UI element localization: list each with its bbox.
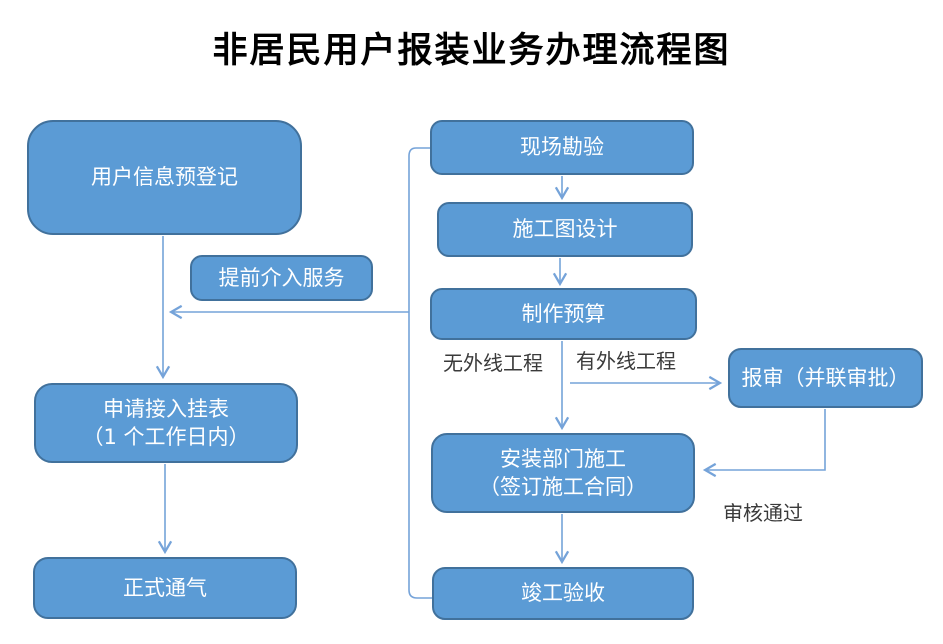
node-label: 现场勘验 — [520, 135, 604, 160]
node-label: 用户信息预登记 — [91, 165, 238, 190]
node-label-line1: 安装部门施工 — [500, 446, 626, 471]
node-label: 施工图设计 — [512, 217, 618, 242]
connector-survey-to-acceptance-bracket — [408, 147, 432, 599]
edge-label-no-external-works: 无外线工程 — [443, 351, 543, 375]
node-site-survey: 现场勘验 — [430, 120, 694, 175]
node-label: 制作预算 — [521, 301, 606, 326]
node-label: 竣工验收 — [521, 581, 605, 606]
edge-label-has-external-works: 有外线工程 — [576, 349, 676, 373]
node-label-line2: （1 个工作日内） — [82, 425, 250, 449]
edge-label-review-passed: 审核通过 — [723, 501, 803, 525]
node-completion-acceptance: 竣工验收 — [432, 567, 694, 620]
node-label-line1: 申请接入挂表 — [103, 396, 229, 421]
node-installation-department-construction: 安装部门施工 （签订施工合同） — [431, 433, 695, 513]
node-apply-meter-connection: 申请接入挂表 （1 个工作日内） — [34, 383, 298, 463]
node-label: 提前介入服务 — [218, 265, 345, 290]
connector-approval-to-install — [702, 409, 826, 478]
node-label-line2: （签订施工合同） — [479, 475, 647, 499]
node-label: 正式通气 — [123, 575, 207, 600]
node-construction-drawing-design: 施工图设计 — [437, 202, 693, 257]
node-early-intervention-service: 提前介入服务 — [190, 255, 373, 301]
node-parallel-approval: 报审（并联审批） — [728, 348, 923, 408]
node-official-gas-supply: 正式通气 — [33, 557, 297, 619]
node-user-pre-registration: 用户信息预登记 — [27, 120, 302, 235]
page-title: 非居民用户报装业务办理流程图 — [212, 30, 731, 71]
node-label: 报审（并联审批） — [741, 365, 910, 390]
node-budget-preparation: 制作预算 — [430, 288, 697, 340]
